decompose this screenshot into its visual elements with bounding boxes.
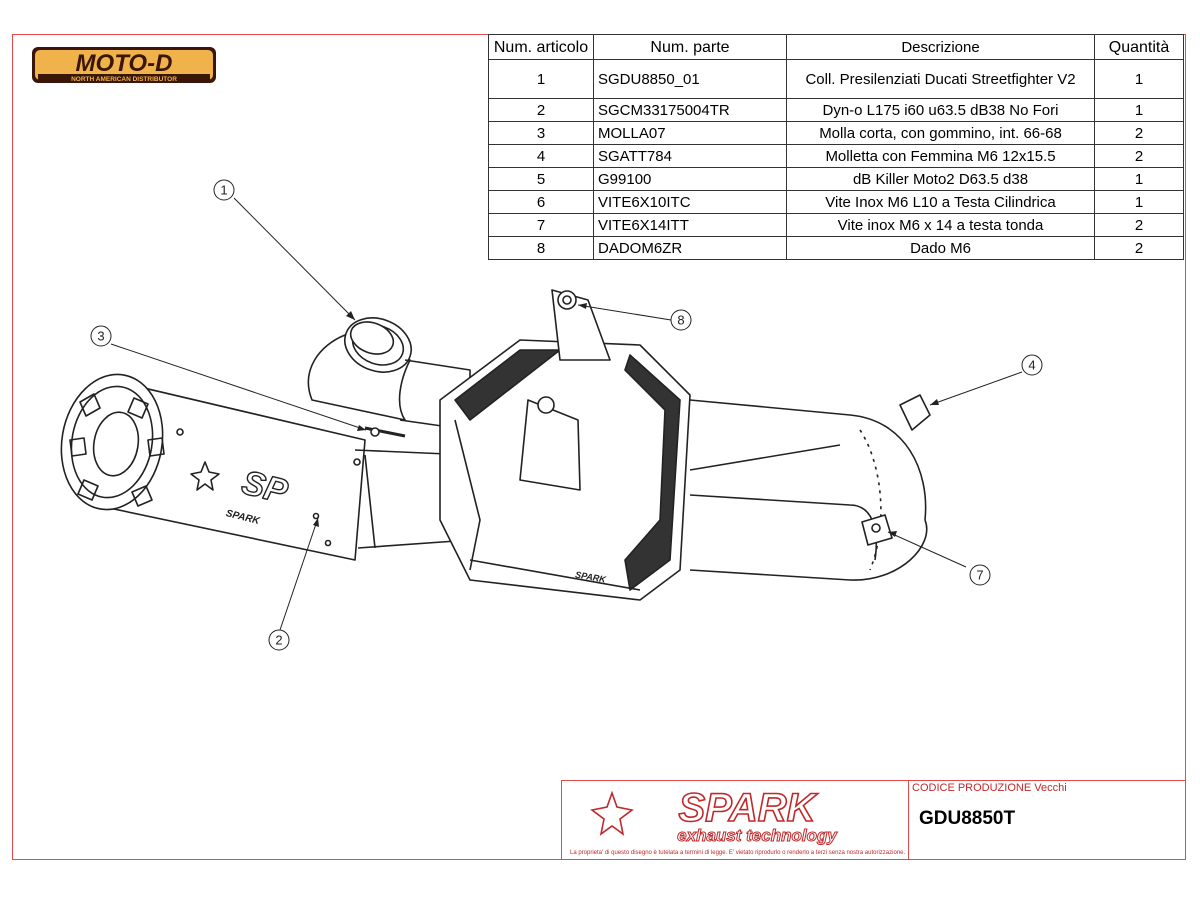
header-item: Num. articolo — [488, 34, 594, 60]
muffler-body: SP SPARK — [60, 373, 471, 561]
callout-7-circle — [969, 564, 991, 586]
title-block: SPARK exhaust technology La proprieta' d… — [561, 780, 1186, 860]
right-pipes — [689, 394, 931, 581]
cell-item: 3 — [488, 121, 594, 145]
cell-part: SGCM33175004TR — [593, 98, 787, 122]
cell-item: 4 — [488, 144, 594, 168]
cell-description: Molletta con Femmina M6 12x15.5 — [786, 144, 1095, 168]
cell-quantity: 2 — [1094, 144, 1184, 168]
spark-logo: SPARK exhaust technology — [590, 787, 839, 846]
moto-d-logo: MOTO-D NORTH AMERICAN DISTRIBUTOR — [32, 47, 216, 83]
spark-tagline: exhaust technology — [677, 826, 838, 845]
header-description: Descrizione — [786, 34, 1095, 60]
callout-8: 8 — [677, 313, 684, 328]
logo-tagline: NORTH AMERICAN DISTRIBUTOR — [71, 76, 177, 83]
cell-part: VITE6X10ITC — [593, 190, 787, 214]
cell-description: Vite inox M6 x 14 a testa tonda — [786, 213, 1095, 237]
cell-part: MOLLA07 — [593, 121, 787, 145]
disclaimer-text: La proprieta' di questo disegno è tutela… — [570, 850, 906, 856]
parts-table: Num. articolo Num. parte Descrizione Qua… — [488, 34, 1184, 260]
callout-1: 1 — [220, 183, 227, 198]
cell-part: VITE6X14ITT — [593, 213, 787, 237]
callout-7: 7 — [976, 568, 983, 583]
cell-quantity: 2 — [1094, 236, 1184, 260]
cell-description: Vite Inox M6 L10 a Testa Cilindrica — [786, 190, 1095, 214]
logo-brand: MOTO-D — [76, 50, 173, 77]
table-row: 3 MOLLA07 Molla corta, con gommino, int.… — [488, 121, 1184, 145]
cell-item: 6 — [488, 190, 594, 214]
callout-3: 3 — [97, 329, 104, 344]
callout-2: 2 — [275, 633, 282, 648]
cell-item: 1 — [488, 59, 594, 99]
cell-description: Dyn-o L175 i60 u63.5 dB38 No Fori — [786, 98, 1095, 122]
cell-description: Dado M6 — [786, 236, 1095, 260]
title-block-brand-area: SPARK exhaust technology La proprieta' d… — [562, 781, 909, 859]
spark-brand: SPARK — [678, 787, 818, 830]
callout-2-circle — [268, 629, 290, 651]
cell-description: Molla corta, con gommino, int. 66-68 — [786, 121, 1095, 145]
header-part: Num. parte — [593, 34, 787, 60]
table-header-row: Num. articolo Num. parte Descrizione Qua… — [488, 34, 1184, 60]
collector-box: SPARK — [439, 289, 691, 601]
table-row: 2 SGCM33175004TR Dyn-o L175 i60 u63.5 dB… — [488, 98, 1184, 122]
cell-part: DADOM6ZR — [593, 236, 787, 260]
cell-quantity: 1 — [1094, 59, 1184, 99]
header-quantity: Quantità — [1094, 34, 1184, 60]
production-label: CODICE PRODUZIONE Vecchi — [912, 782, 1067, 794]
callout-1-circle — [213, 179, 235, 201]
cell-quantity: 1 — [1094, 167, 1184, 191]
cell-description: Coll. Presilenziati Ducati Streetfighter… — [786, 59, 1095, 99]
callout-8-circle — [670, 309, 692, 331]
callout-3-circle — [90, 325, 112, 347]
table-row: 8 DADOM6ZR Dado M6 2 — [488, 236, 1184, 260]
cell-item: 7 — [488, 213, 594, 237]
cell-part: SGATT784 — [593, 144, 787, 168]
production-code: GDU8850T — [919, 808, 1016, 829]
table-row: 6 VITE6X10ITC Vite Inox M6 L10 a Testa C… — [488, 190, 1184, 214]
callout-4-circle — [1021, 354, 1043, 376]
table-row: 4 SGATT784 Molletta con Femmina M6 12x15… — [488, 144, 1184, 168]
callout-4: 4 — [1028, 358, 1035, 373]
cell-item: 2 — [488, 98, 594, 122]
cell-quantity: 2 — [1094, 121, 1184, 145]
